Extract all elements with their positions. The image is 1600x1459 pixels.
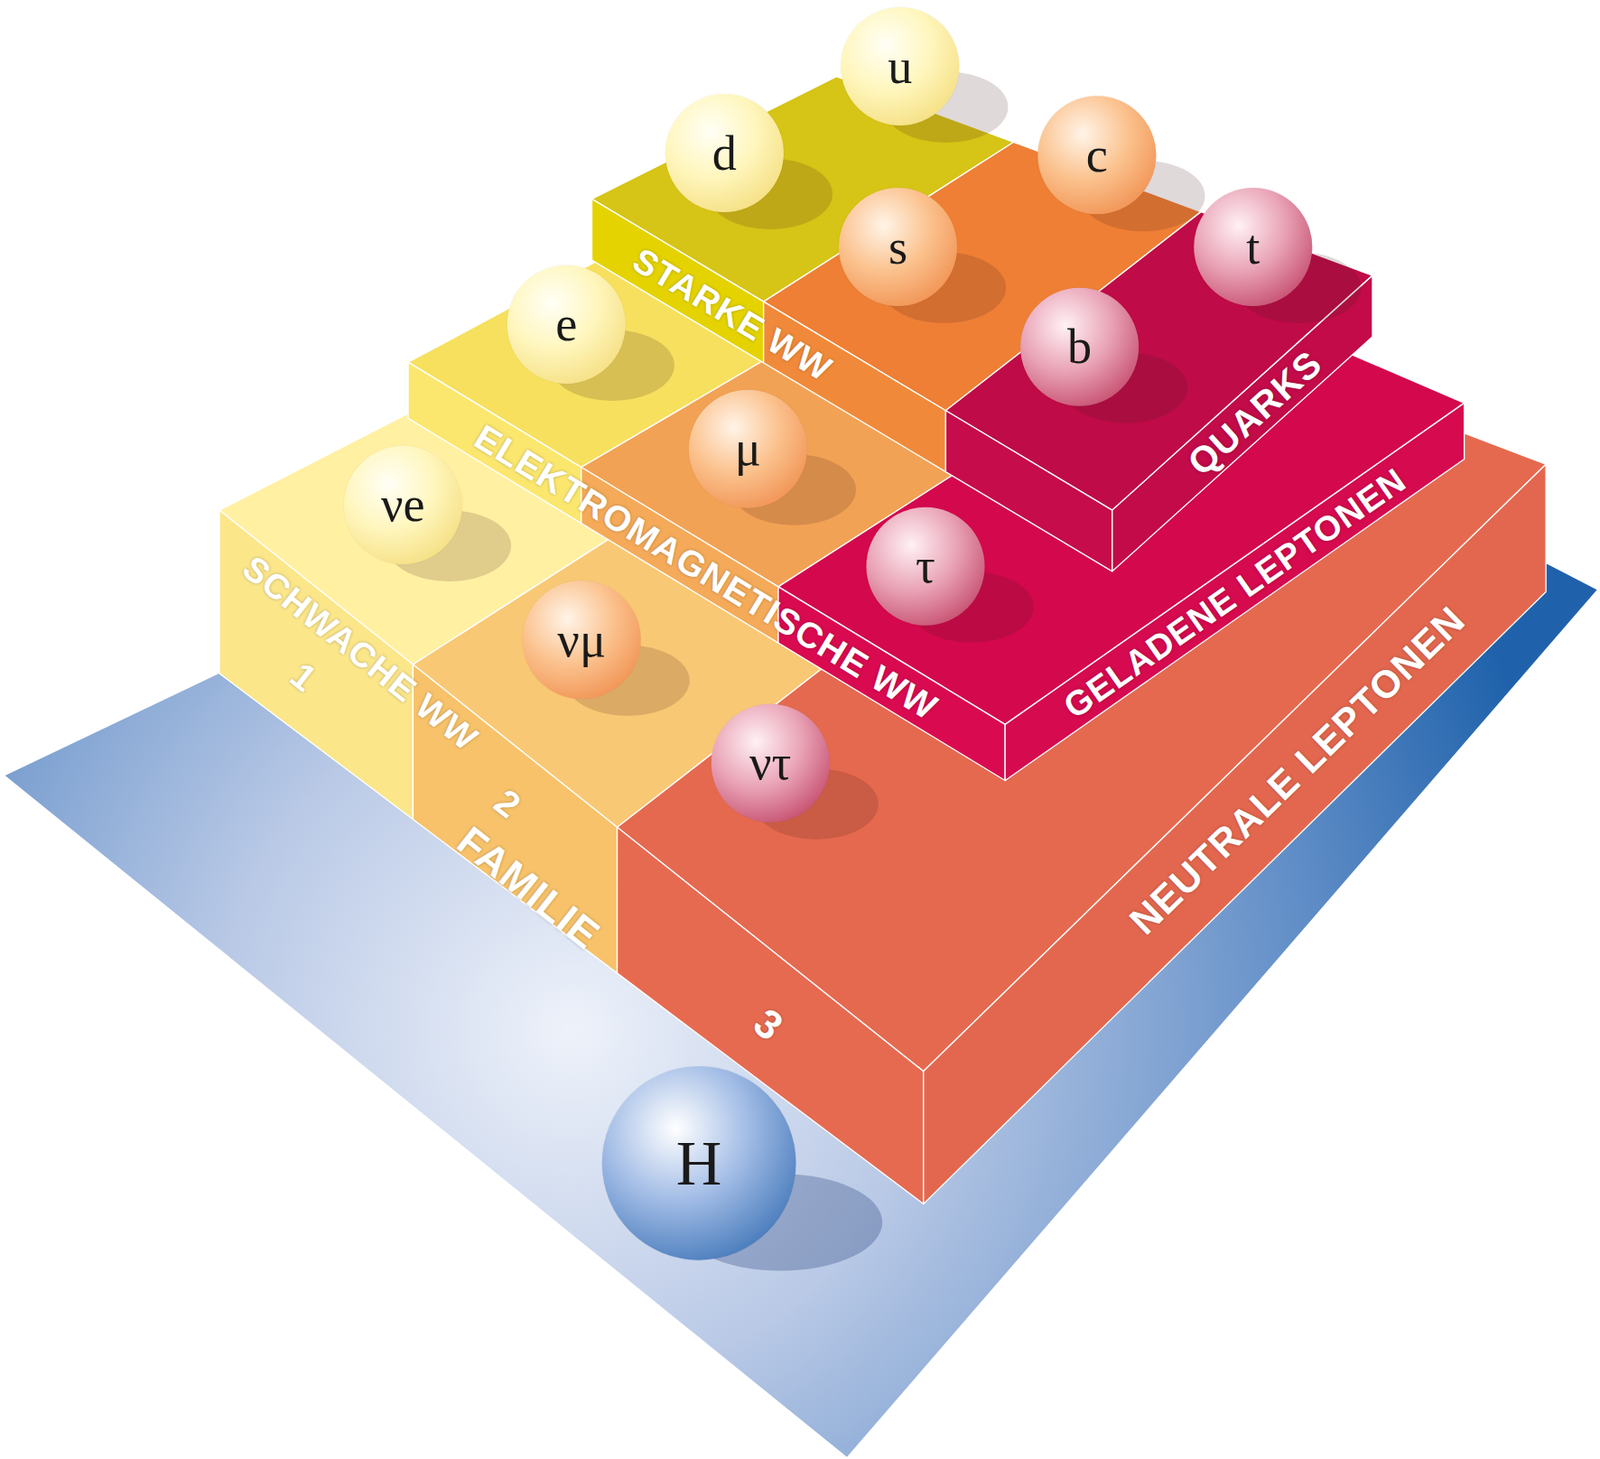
higgs-ball: H <box>602 1066 797 1261</box>
particle-ball: u <box>840 7 959 126</box>
particle-ball: t <box>1193 187 1312 307</box>
particle-ball: s <box>838 187 958 307</box>
particle-symbol: ντ <box>749 738 791 788</box>
particle-symbol: t <box>1246 222 1260 271</box>
particle-ball: d <box>665 93 784 213</box>
particle-ball: μ <box>688 390 808 509</box>
particle-symbol: νμ <box>557 614 606 664</box>
particle-ball: b <box>1020 288 1139 407</box>
floor-plane <box>5 291 1598 1458</box>
particle-symbol: e <box>555 299 577 349</box>
particle-ball: νμ <box>522 580 642 699</box>
particle-symbol: d <box>712 128 737 177</box>
particle-symbol: H <box>676 1131 723 1195</box>
particle-symbol: s <box>888 222 908 271</box>
particle-symbol: c <box>1086 130 1108 180</box>
particle-ball: e <box>507 265 626 384</box>
particle-ball: ντ <box>711 704 830 823</box>
particle-ball: τ <box>865 507 985 626</box>
particle-symbol: μ <box>734 424 762 474</box>
particle-symbol: u <box>887 41 912 91</box>
particle-symbol: νe <box>381 480 426 530</box>
particle-symbol: b <box>1067 322 1092 372</box>
particle-ball: νe <box>344 446 463 565</box>
particle-symbol: τ <box>915 541 936 591</box>
particle-ball: c <box>1037 95 1156 214</box>
